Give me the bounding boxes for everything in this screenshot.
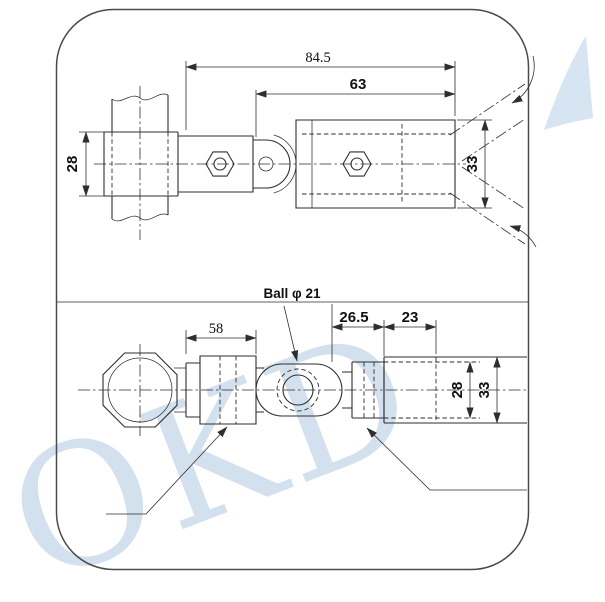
dim-ext-clamp <box>185 330 257 354</box>
hex-bolt-right-center <box>350 157 364 171</box>
watermark-fragment <box>544 36 593 130</box>
dim-insert-length: 23 <box>402 309 419 326</box>
bottom-view: Ball φ 21 58 26.5 23 28 33 <box>57 286 528 515</box>
dim-body-height: 33 <box>464 156 481 173</box>
arm-hidden-bore <box>302 124 452 204</box>
arm-outline <box>295 119 456 209</box>
drawing-border <box>55 8 530 571</box>
pipe-break-top <box>111 93 169 102</box>
vertical-pipe-hidden <box>111 132 169 196</box>
swivel-arrow-top-icon <box>511 55 535 104</box>
socket-outline <box>351 361 385 419</box>
clamp-bolt-block <box>178 135 254 193</box>
gland-hidden-lines <box>219 356 237 424</box>
clamp-band <box>103 131 179 197</box>
hex-bolt-left-icon <box>205 151 235 177</box>
dim-mid-length: 26.5 <box>339 309 368 326</box>
ball-leader-line <box>283 305 299 362</box>
dim-clamp-length: 58 <box>209 321 224 337</box>
ball-diameter-label: Ball φ 21 <box>264 286 321 301</box>
hex-bolt-left-center <box>213 157 227 171</box>
right-pipe-outline <box>383 356 527 424</box>
dim-socket-length: 63 <box>350 76 367 93</box>
dim-pipe-width: 28 <box>64 156 81 173</box>
jaw-connect-lines <box>174 367 186 413</box>
pipe-break-bottom <box>111 213 169 222</box>
ball-hidden-circle <box>276 368 320 412</box>
hex-bolt-right-icon <box>342 151 372 177</box>
right-pipe-hidden <box>384 357 480 423</box>
vertical-pipe-outline <box>111 95 169 219</box>
gland-body <box>199 355 257 425</box>
swivel-position-lines <box>449 83 526 245</box>
gland-step <box>185 362 200 418</box>
callout-leader-left <box>106 426 228 515</box>
dim-inner-height: 28 <box>449 382 466 399</box>
eye-housing-outline <box>255 363 343 417</box>
dim-outer-height: 33 <box>476 382 493 399</box>
top-view: 84.5 63 28 33 <box>64 50 537 248</box>
swivel-arrow-bottom-icon <box>509 225 537 248</box>
eye-neck-left <box>256 367 264 413</box>
eye-ring <box>282 374 314 406</box>
socket-hidden-lines <box>363 362 375 418</box>
eye-neck-right <box>342 371 352 409</box>
tongue-pin <box>258 156 274 172</box>
tongue-outline <box>253 139 291 189</box>
dim-total-length: 84.5 <box>305 50 330 66</box>
pipe-end-octagon <box>102 352 178 428</box>
callout-leader-right <box>366 427 527 491</box>
